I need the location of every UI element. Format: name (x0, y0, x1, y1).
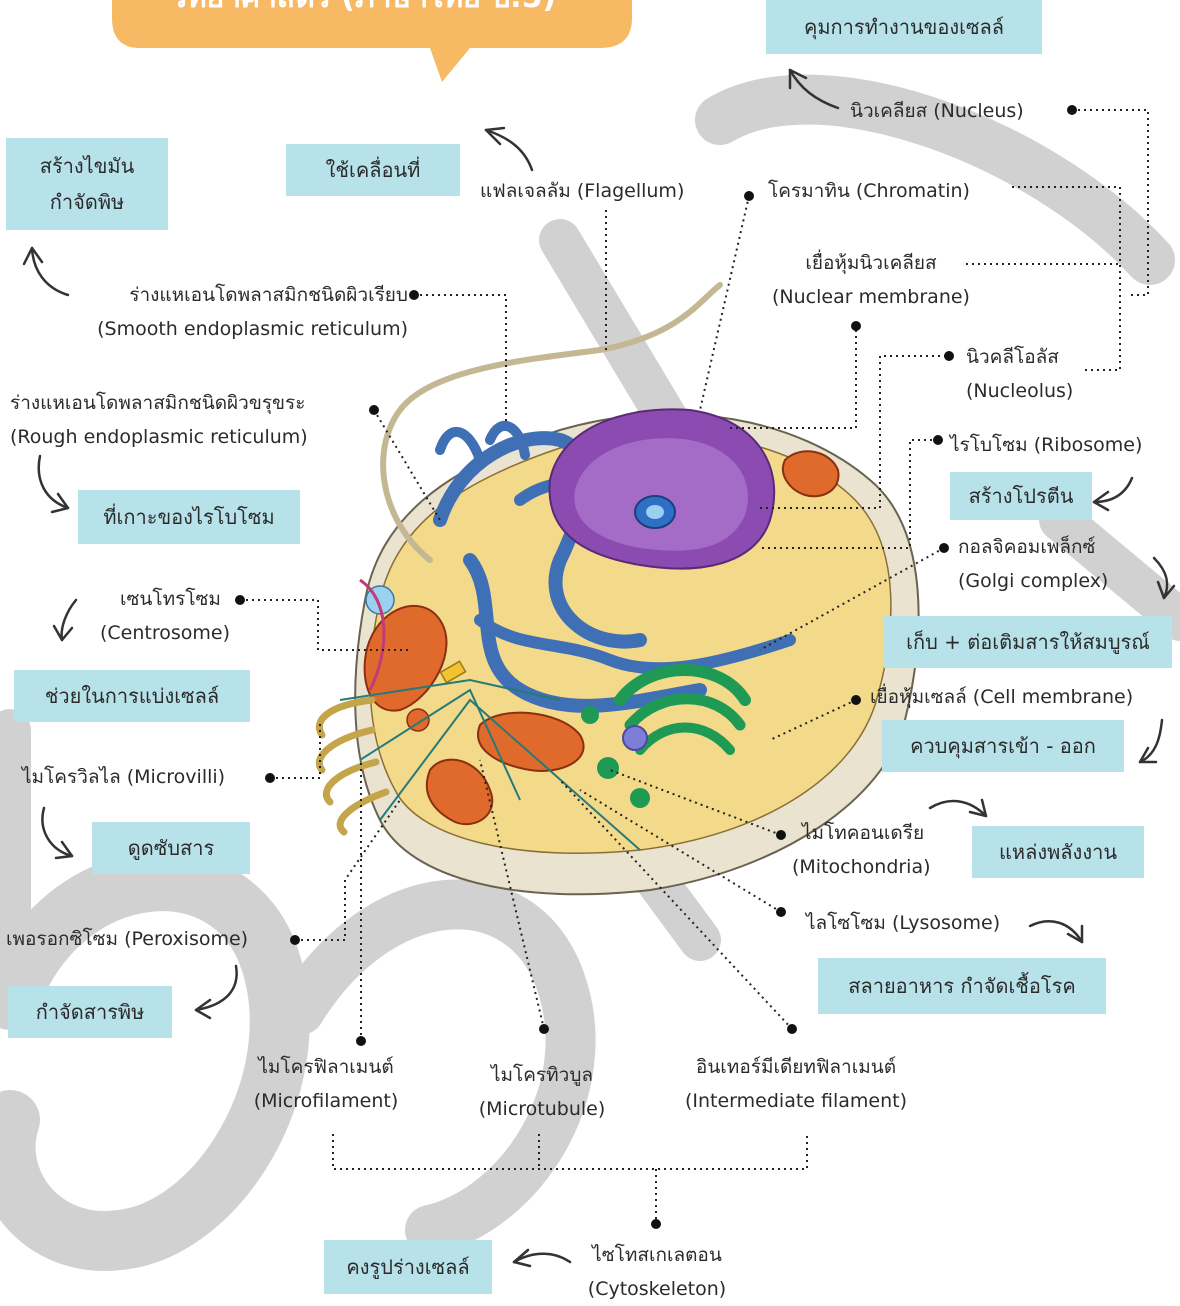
label-cytoskeleton-th: ไซโทสเกเลตอน (572, 1238, 742, 1272)
label-cell-membrane: เยื่อหุ้มเซลล์ (Cell membrane) (870, 680, 1133, 714)
label-golgi: กอลจิคอมเพล็กซ์ (Golgi complex) (958, 530, 1108, 598)
label-ribosome: ไรโบโซม (Ribosome) (950, 428, 1142, 462)
label-microtubule-en: (Microtubule) (462, 1092, 622, 1126)
label-microtubule: ไมโครทิวบูล (Microtubule) (462, 1058, 622, 1126)
label-nuclear-membrane-en: (Nuclear membrane) (758, 280, 984, 314)
label-nucleolus-th: นิวคลีโอลัส (966, 340, 1073, 374)
label-nucleolus: นิวคลีโอลัส (Nucleolus) (966, 340, 1073, 408)
label-smooth-er-th: ร่างแหเอนโดพลาสมิกชนิดผิวเรียบ (36, 278, 408, 312)
function-box-cell-membrane: ควบคุมสารเข้า - ออก (882, 720, 1124, 772)
label-microvilli: ไมโครวิลไล (Microvilli) (22, 760, 225, 794)
page-header: วิทยาศาสตร์ (ภาษาไทย ป.5) (170, 0, 556, 18)
label-smooth-er: ร่างแหเอนโดพลาสมิกชนิดผิวเรียบ (Smooth e… (36, 278, 408, 346)
label-intermediate-filament: อินเทอร์มีเดียทฟิลาเมนต์ (Intermediate f… (664, 1050, 928, 1118)
function-centrosome: ช่วยในการแบ่งเซลล์ (45, 678, 219, 714)
label-peroxisome: เพอรอกซิโซม (Peroxisome) (6, 922, 248, 956)
label-intermediate-en: (Intermediate filament) (664, 1084, 928, 1118)
label-rough-er-en: (Rough endoplasmic reticulum) (10, 420, 308, 454)
label-centrosome-th: เซนโทรโซม (100, 582, 230, 616)
label-rough-er: ร่างแหเอนโดพลาสมิกชนิดผิวขรุขระ (Rough e… (10, 386, 308, 454)
label-golgi-en: (Golgi complex) (958, 564, 1108, 598)
label-microfilament-en: (Microfilament) (234, 1084, 418, 1118)
function-box-smooth-er: สร้างไขมัน กำจัดพิษ (6, 138, 168, 230)
function-cytoskeleton: คงรูปร่างเซลล์ (346, 1249, 469, 1285)
label-chromatin: โครมาทิน (Chromatin) (768, 174, 970, 208)
function-box-rough-er: ที่เกาะของไรโบโซม (78, 490, 300, 544)
label-centrosome-en: (Centrosome) (100, 616, 230, 650)
label-microfilament-th: ไมโครฟิลาเมนต์ (234, 1050, 418, 1084)
function-box-peroxisome: กำจัดสารพิษ (8, 986, 172, 1038)
label-nuclear-membrane-th: เยื่อหุ้มนิวเคลียส (758, 246, 984, 280)
label-nucleus: นิวเคลียส (Nucleus) (850, 94, 1024, 128)
function-rough-er: ที่เกาะของไรโบโซม (103, 499, 274, 535)
label-microfilament: ไมโครฟิลาเมนต์ (Microfilament) (234, 1050, 418, 1118)
function-box-cytoskeleton: คงรูปร่างเซลล์ (324, 1240, 492, 1294)
label-golgi-th: กอลจิคอมเพล็กซ์ (958, 530, 1108, 564)
function-flagellum: ใช้เคลื่อนที่ (326, 152, 421, 188)
function-box-ribosome: สร้างโปรตีน (950, 472, 1092, 520)
label-centrosome: เซนโทรโซม (Centrosome) (100, 582, 230, 650)
label-flagellum: แฟลเจลลัม (Flagellum) (480, 174, 684, 208)
label-cytoskeleton-en: (Cytoskeleton) (572, 1272, 742, 1306)
function-box-centrosome: ช่วยในการแบ่งเซลล์ (14, 670, 250, 722)
function-mitochondria: แหล่งพลังงาน (999, 834, 1117, 870)
label-nucleolus-en: (Nucleolus) (966, 374, 1073, 408)
function-cell-membrane: ควบคุมสารเข้า - ออก (910, 728, 1096, 764)
function-box-lysosome: สลายอาหาร กำจัดเชื้อโรค (818, 958, 1106, 1014)
function-box-flagellum: ใช้เคลื่อนที่ (286, 144, 460, 196)
function-peroxisome: กำจัดสารพิษ (36, 994, 145, 1030)
label-mitochondria-th: ไมโทคอนเดรีย (792, 816, 931, 850)
label-microtubule-th: ไมโครทิวบูล (462, 1058, 622, 1092)
label-rough-er-th: ร่างแหเอนโดพลาสมิกชนิดผิวขรุขระ (10, 386, 308, 420)
function-box-nucleus: คุมการทำงานของเซลล์ (766, 0, 1042, 54)
label-mitochondria-en: (Mitochondria) (792, 850, 931, 884)
label-nuclear-membrane: เยื่อหุ้มนิวเคลียส (Nuclear membrane) (758, 246, 984, 314)
function-box-golgi: เก็บ + ต่อเติมสารให้สมบูรณ์ (884, 616, 1172, 668)
function-box-microvilli: ดูดซับสาร (92, 822, 250, 874)
label-smooth-er-en: (Smooth endoplasmic reticulum) (36, 312, 408, 346)
label-mitochondria: ไมโทคอนเดรีย (Mitochondria) (792, 816, 931, 884)
function-nucleus: คุมการทำงานของเซลล์ (804, 9, 1004, 45)
function-smooth-er-2: กำจัดพิษ (50, 184, 124, 220)
label-cytoskeleton: ไซโทสเกเลตอน (Cytoskeleton) (572, 1238, 742, 1306)
label-intermediate-th: อินเทอร์มีเดียทฟิลาเมนต์ (664, 1050, 928, 1084)
function-golgi: เก็บ + ต่อเติมสารให้สมบูรณ์ (906, 624, 1150, 660)
function-ribosome: สร้างโปรตีน (969, 478, 1074, 514)
label-lysosome: ไลโซโซม (Lysosome) (806, 906, 1000, 940)
function-smooth-er-1: สร้างไขมัน (40, 148, 135, 184)
function-lysosome: สลายอาหาร กำจัดเชื้อโรค (848, 968, 1076, 1004)
function-microvilli: ดูดซับสาร (128, 830, 214, 866)
function-box-mitochondria: แหล่งพลังงาน (972, 826, 1144, 878)
